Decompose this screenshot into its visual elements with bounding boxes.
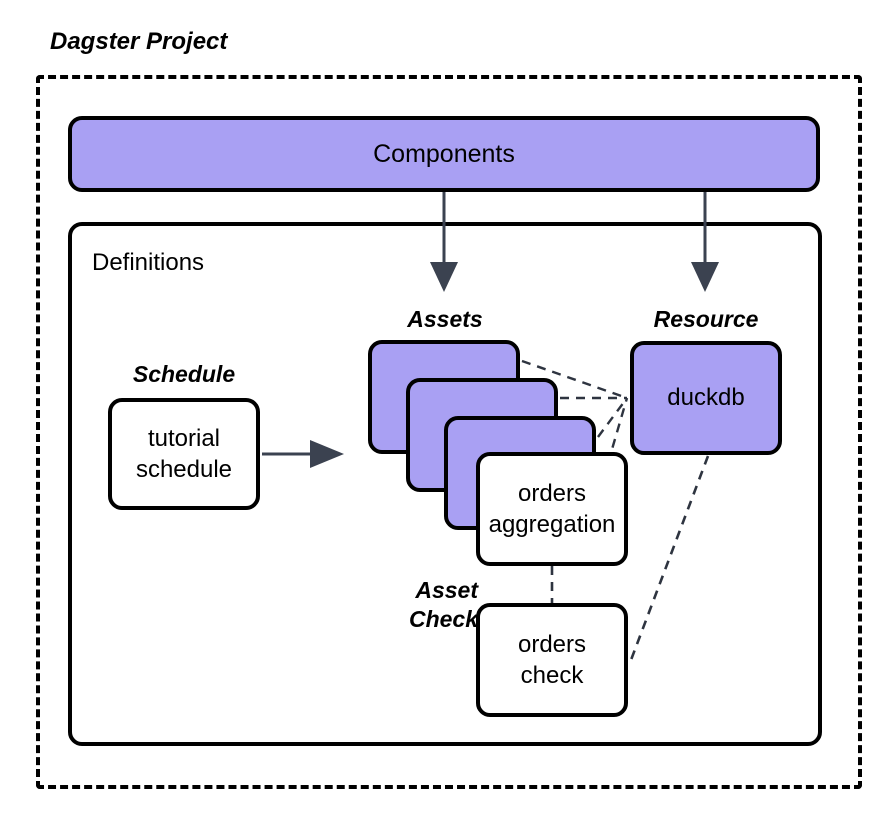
asset-check-caption: Asset Check	[382, 576, 478, 634]
duckdb-label: duckdb	[667, 384, 745, 412]
components-box[interactable]: Components	[68, 116, 820, 192]
orders-aggregation-line1: orders	[517, 479, 587, 507]
orders-aggregation-line2: aggregation	[488, 511, 616, 538]
resource-node-duckdb[interactable]: duckdb	[630, 341, 782, 455]
definitions-label: Definitions	[92, 249, 205, 276]
asset-check-caption-line1: Asset	[415, 577, 478, 603]
asset-check-node-orders-check[interactable]: orders check	[476, 603, 628, 717]
schedule-caption: Schedule	[132, 361, 236, 387]
project-boundary	[36, 75, 862, 789]
components-label: Components	[373, 139, 515, 168]
schedule-node-line2: schedule	[135, 456, 233, 483]
schedule-node[interactable]: tutorial schedule	[108, 398, 260, 510]
schedule-node-line1: tutorial	[147, 424, 221, 452]
orders-check-line2: check	[520, 662, 584, 689]
resource-caption: Resource	[653, 306, 759, 332]
asset-node-orders-aggregation[interactable]: orders aggregation	[476, 452, 628, 566]
asset-check-caption-line2: Check	[408, 605, 478, 632]
orders-check-line1: orders	[517, 630, 587, 658]
assets-caption: Assets	[407, 306, 483, 332]
project-title: Dagster Project	[50, 28, 228, 55]
